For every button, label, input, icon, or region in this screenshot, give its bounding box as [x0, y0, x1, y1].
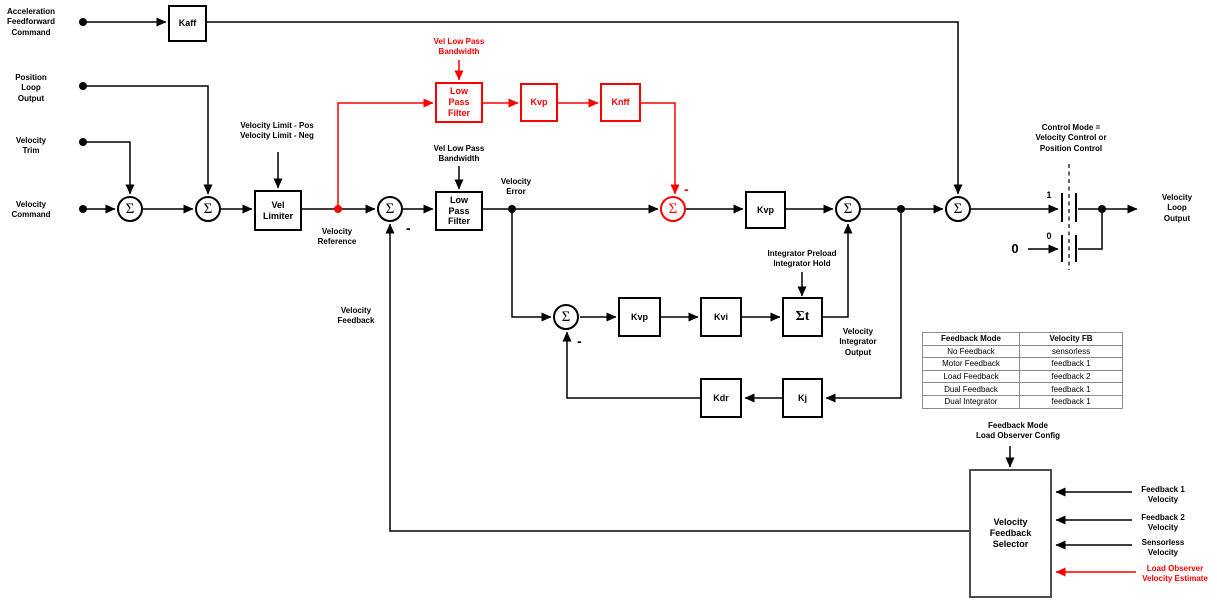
table-cell: feedback 1 — [1019, 357, 1123, 371]
table-row: No Feedback sensorless — [922, 344, 1123, 359]
block-low-pass-filter-feedforward: Low Pass Filter — [435, 82, 483, 123]
table-cell: Dual Feedback — [922, 382, 1020, 396]
table-cell: No Feedback — [922, 344, 1020, 359]
sum-junction-velocity-trim: Σ — [117, 196, 143, 222]
block-velocity-feedback-selector: Velocity Feedback Selector — [969, 469, 1052, 598]
minus-sign-feedback: - — [406, 220, 411, 236]
label-velocity-command: Velocity Command — [11, 200, 51, 220]
block-vel-limiter: Vel Limiter — [254, 190, 302, 231]
block-kvi: Kvi — [700, 297, 742, 337]
sum-junction-position-loop: Σ — [195, 196, 221, 222]
label-vel-low-pass-bandwidth-red: Vel Low Pass Bandwidth — [433, 37, 485, 57]
label-velocity-error: Velocity Error — [500, 177, 532, 197]
label-velocity-feedback: Velocity Feedback — [337, 306, 375, 326]
label-load-observer-velocity-estimate: Load Observer Velocity Estimate — [1142, 564, 1208, 584]
block-kvp-feedforward: Kvp — [520, 83, 558, 122]
sum-junction-accel-ff-add: Σ — [945, 196, 971, 222]
label-velocity-trim: Velocity Trim — [15, 136, 47, 156]
table-header-velocity-fb: Velocity FB — [1019, 332, 1123, 346]
table-cell: feedback 1 — [1019, 382, 1123, 396]
block-kaff: Kaff — [168, 5, 207, 42]
label-velocity-reference: Velocity Reference — [317, 227, 357, 247]
table-row: Motor Feedback feedback 1 — [922, 357, 1123, 371]
label-integrator-preload-hold: Integrator Preload Integrator Hold — [767, 249, 837, 269]
table-cell: sensorless — [1019, 344, 1123, 359]
minus-sign-feedforward: - — [684, 181, 689, 197]
block-kvp-integrator: Kvp — [618, 297, 661, 337]
block-knff: Knff — [600, 83, 641, 122]
minus-sign-droop: - — [577, 333, 582, 349]
table-cell: feedback 2 — [1019, 369, 1123, 384]
table-cell: Load Feedback — [922, 369, 1020, 384]
table-row: Dual Integrator feedback 1 — [922, 394, 1123, 409]
feedback-mode-table: Feedback Mode Velocity FB No Feedback se… — [922, 332, 1123, 409]
label-feedback1-velocity: Feedback 1 Velocity — [1141, 485, 1185, 505]
label-switch-position-1: 1 — [1046, 190, 1052, 200]
table-header-row: Feedback Mode Velocity FB — [922, 332, 1123, 346]
label-velocity-limits: Velocity Limit - Pos Velocity Limit - Ne… — [240, 121, 314, 141]
table-row: Load Feedback feedback 2 — [922, 369, 1123, 384]
block-kdr: Kdr — [700, 378, 742, 418]
label-position-loop-output: Position Loop Output — [15, 73, 47, 103]
sum-junction-integrator-input: Σ — [553, 304, 579, 330]
block-integrator-sigma-t: Σt — [782, 297, 823, 337]
sum-junction-velocity-error: Σ — [377, 196, 403, 222]
sum-junction-integrator-add: Σ — [835, 196, 861, 222]
label-feedback2-velocity: Feedback 2 Velocity — [1141, 513, 1185, 533]
label-switch-position-0: 0 — [1046, 231, 1052, 241]
block-low-pass-filter: Low Pass Filter — [435, 191, 483, 231]
label-feedback-mode-config: Feedback Mode Load Observer Config — [975, 421, 1060, 441]
label-velocity-integrator-output: Velocity Integrator Output — [839, 327, 877, 357]
label-acceleration-feedforward-command: Acceleration Feedforward Command — [6, 7, 56, 37]
label-control-mode: Control Mode = Velocity Control or Posit… — [1035, 123, 1107, 153]
block-kj: Kj — [782, 378, 823, 418]
table-cell: Motor Feedback — [922, 357, 1020, 371]
table-row: Dual Feedback feedback 1 — [922, 382, 1123, 396]
table-header-feedback-mode: Feedback Mode — [922, 332, 1020, 346]
label-constant-zero: 0 — [1011, 241, 1019, 256]
label-vel-low-pass-bandwidth: Vel Low Pass Bandwidth — [433, 144, 485, 164]
sum-junction-feedforward-red: Σ — [660, 196, 686, 222]
block-kvp-main: Kvp — [745, 191, 786, 229]
label-sensorless-velocity: Sensorless Velocity — [1141, 538, 1185, 558]
table-cell: Dual Integrator — [922, 394, 1020, 409]
table-cell: feedback 1 — [1019, 394, 1123, 409]
label-velocity-loop-output: Velocity Loop Output — [1161, 193, 1193, 223]
